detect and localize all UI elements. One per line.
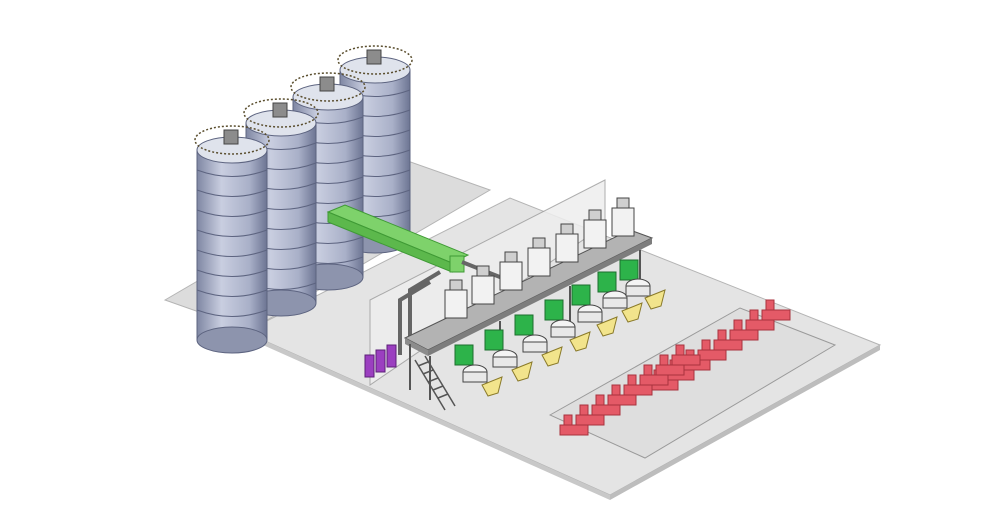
green-mill — [571, 284, 591, 306]
purple-tank — [375, 349, 386, 373]
green-mills — [454, 259, 639, 366]
feeder-hoppers — [444, 197, 635, 319]
feeder-hopper — [471, 265, 495, 305]
feeder-hopper — [555, 223, 579, 263]
pelletizer-unit — [577, 304, 603, 323]
pellet-press-array — [559, 299, 791, 436]
pelletizer-units — [462, 278, 651, 383]
pelletizer-unit — [550, 319, 576, 338]
purple-tanks — [364, 344, 397, 378]
green-mill — [597, 271, 617, 293]
discharge-cone — [541, 346, 563, 367]
feeder-hopper — [527, 237, 551, 277]
pelletizer-unit — [492, 349, 518, 368]
pelletizer-unit — [602, 290, 628, 309]
feeder-hopper — [611, 197, 635, 237]
platform-edge — [405, 338, 428, 356]
green-mill — [619, 259, 639, 281]
stairs — [414, 355, 456, 411]
pipe-3 — [398, 280, 432, 355]
press-row-front — [559, 344, 701, 436]
pellet-press — [591, 394, 621, 416]
silo-1 — [194, 125, 270, 354]
green-mill — [454, 344, 474, 366]
pellet-press — [639, 364, 669, 386]
pellet-press — [745, 309, 775, 331]
discharge-cone — [569, 331, 591, 352]
pellet-press — [623, 374, 653, 396]
pelletizer-unit — [522, 334, 548, 353]
discharge-cone — [511, 361, 533, 382]
pellet-press — [761, 299, 791, 321]
pellet-press — [729, 319, 759, 341]
pelletizer-unit — [462, 364, 488, 383]
green-mill — [544, 299, 564, 321]
silo-railing — [337, 45, 413, 75]
pellet-press — [607, 384, 637, 406]
pellet-press — [655, 354, 685, 376]
feeder-hopper — [583, 209, 607, 249]
discharge-cone — [644, 289, 666, 310]
feeder-hopper — [444, 279, 468, 319]
pipe-2 — [408, 270, 442, 345]
discharge-cones — [481, 289, 666, 397]
pellet-press — [713, 329, 743, 351]
purple-tank — [386, 344, 397, 368]
pelletizer-unit — [625, 278, 651, 297]
pellet-press — [559, 414, 589, 436]
green-mill — [484, 329, 504, 351]
pellet-press — [671, 344, 701, 366]
discharge-cone — [621, 302, 643, 323]
silo-group — [194, 45, 413, 354]
discharge-cone — [596, 316, 618, 337]
press-area-pad — [548, 307, 837, 459]
discharge-cone — [481, 376, 503, 397]
floor-right-edge — [610, 345, 880, 500]
platform-edge-front — [428, 238, 652, 356]
green-mill — [514, 314, 534, 336]
purple-tank — [364, 354, 375, 378]
silo-roof-unit — [366, 49, 382, 65]
pellet-press — [575, 404, 605, 426]
feeder-hopper — [499, 251, 523, 291]
steel-platform — [403, 229, 654, 411]
floor-front-edge — [245, 332, 610, 500]
